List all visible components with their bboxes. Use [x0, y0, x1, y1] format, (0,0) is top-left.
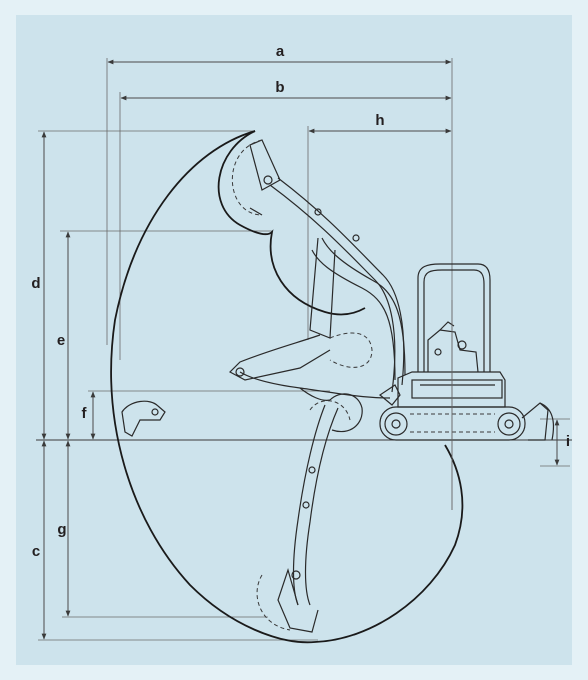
label-i: i [566, 433, 570, 450]
dimension-f: f [82, 390, 330, 440]
label-f: f [82, 405, 88, 422]
dimension-e: e [57, 230, 272, 440]
boom-extended-mid [229, 237, 406, 381]
label-h: h [375, 112, 384, 129]
label-c: c [32, 543, 40, 560]
dimension-i: i [540, 418, 570, 467]
dimension-c: c [32, 440, 318, 641]
label-b: b [275, 79, 284, 96]
label-a: a [276, 43, 285, 60]
envelope-inner-curve [217, 130, 366, 316]
dimension-b: b [119, 79, 452, 360]
label-e: e [57, 332, 65, 349]
bucket-far-reach [121, 400, 166, 437]
boom-dig-deep [256, 404, 339, 633]
boom-extended-low [239, 371, 391, 433]
dimension-d: d [31, 130, 255, 440]
label-g: g [57, 521, 66, 538]
working-range-envelope [110, 130, 464, 644]
label-d: d [31, 275, 40, 292]
dimension-g: g [57, 440, 268, 618]
